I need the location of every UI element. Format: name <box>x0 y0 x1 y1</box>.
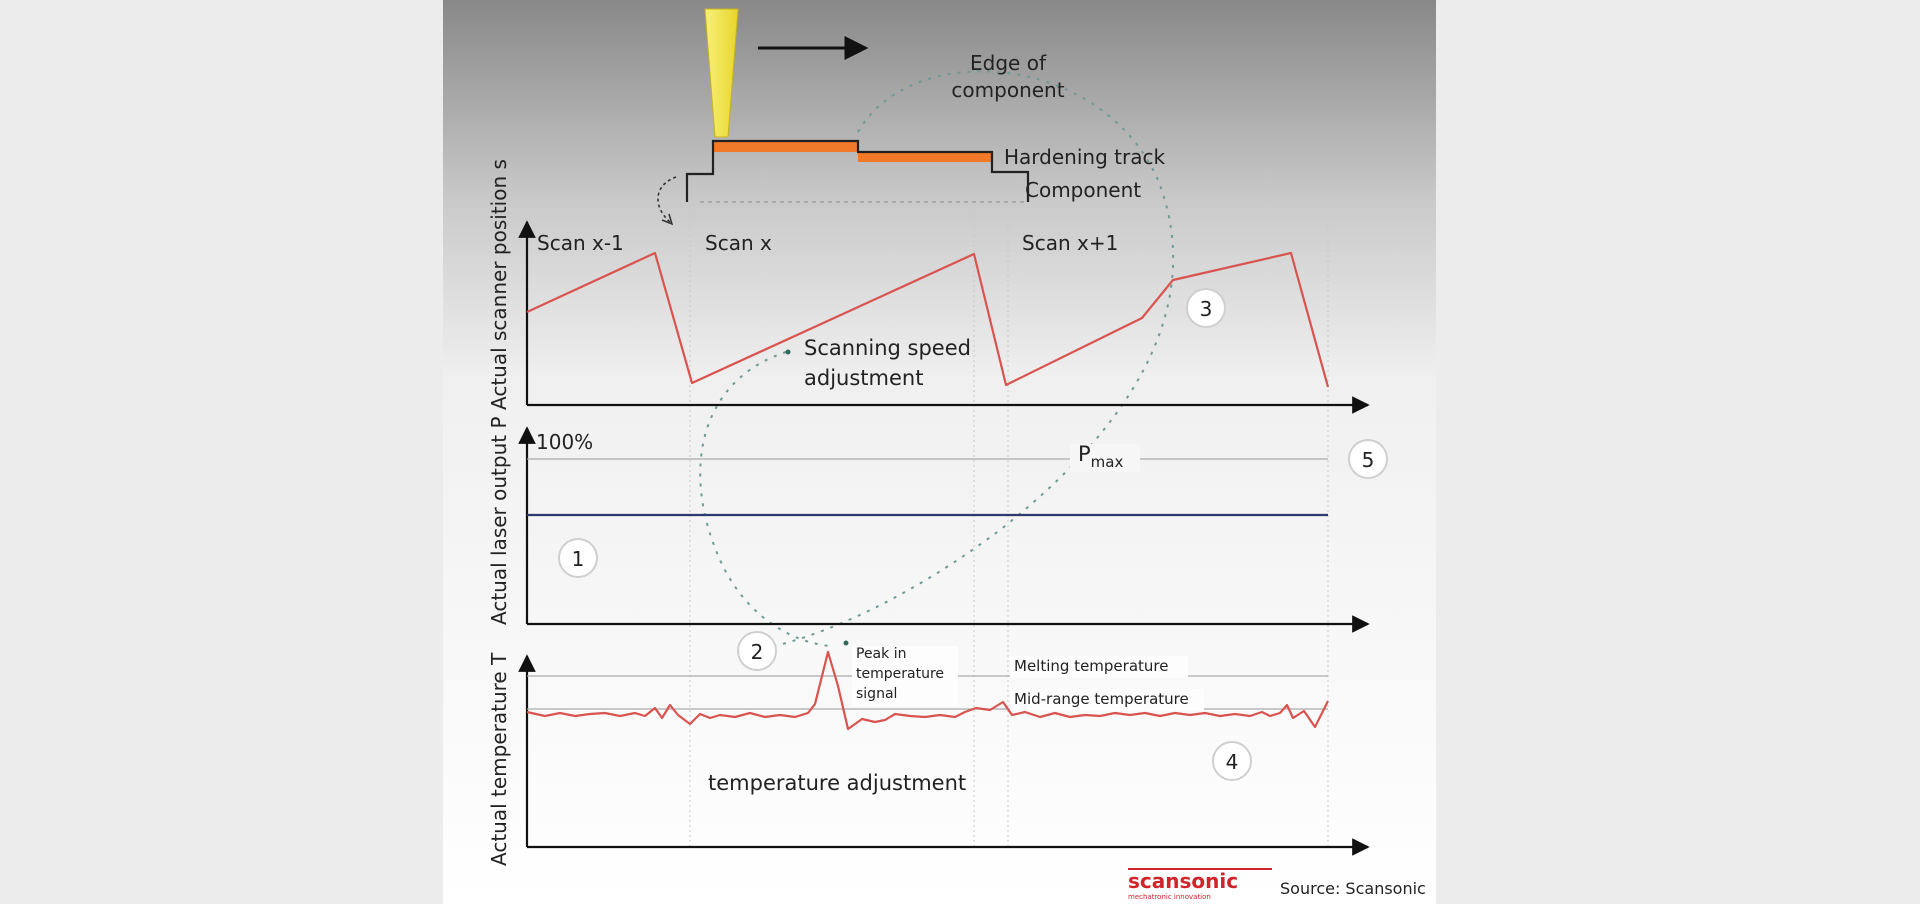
rotation-arrow-icon <box>657 176 677 223</box>
mid-range-temperature-label: Mid-range temperature <box>1014 690 1189 708</box>
hardening-track-label: Hardening track <box>1004 145 1165 169</box>
scan-next-label: Scan x+1 <box>1022 231 1118 255</box>
feedback-loop-dashed-lower <box>699 351 831 647</box>
component-outline <box>685 139 1030 202</box>
pmax-label-backdrop <box>1070 444 1140 472</box>
peak-label-line2: temperature <box>856 666 944 682</box>
source-label: Source: Scansonic <box>1280 879 1426 898</box>
loop-endpoint-dot <box>785 349 791 355</box>
svg-text:1: 1 <box>572 547 585 571</box>
scan-current-label: Scan x <box>705 231 772 255</box>
edge-label-line2: component <box>951 78 1064 102</box>
marker-2: 2 <box>737 631 777 671</box>
mid-range-label-backdrop <box>1010 689 1204 711</box>
peak-label-line1: Peak in <box>856 646 906 662</box>
marker-3: 3 <box>1186 288 1226 328</box>
melting-temperature-label: Melting temperature <box>1014 657 1168 675</box>
marker-1: 1 <box>558 538 598 578</box>
feedback-loop-dashed <box>767 70 1175 649</box>
scanning-speed-line2: adjustment <box>804 366 923 390</box>
pmax-label: Pmax <box>1078 442 1123 471</box>
marker-5: 5 <box>1348 439 1388 479</box>
laser-beam-icon <box>704 8 739 138</box>
peak-label-line3: signal <box>856 686 897 702</box>
scansonic-logo: scansonic mechatronic innovation <box>1128 868 1272 901</box>
loop-endpoint-dot <box>843 640 849 646</box>
hardening-track-segment-2 <box>858 152 992 162</box>
percent-100-label: 100% <box>536 430 593 454</box>
laser-output-axis-title: Actual laser output P <box>487 416 511 625</box>
svg-text:2: 2 <box>751 640 764 664</box>
rotation-arrowhead-icon <box>661 213 674 226</box>
svg-text:scansonic: scansonic <box>1128 869 1238 893</box>
component-label: Component <box>1025 178 1141 202</box>
svg-text:5: 5 <box>1362 448 1375 472</box>
edge-label-line1: Edge of <box>970 51 1047 75</box>
scanning-speed-line1: Scanning speed <box>804 336 971 360</box>
melting-label-backdrop <box>1010 656 1188 678</box>
svg-text:3: 3 <box>1200 297 1213 321</box>
diagram-panel <box>443 0 1436 904</box>
scanner-position-signal <box>526 251 1330 388</box>
hardening-track-segment-1 <box>713 141 858 152</box>
svg-text:4: 4 <box>1226 750 1239 774</box>
svg-text:mechatronic innovation: mechatronic innovation <box>1128 893 1211 901</box>
temperature-axis-title: Actual temperature T <box>487 652 511 866</box>
marker-4: 4 <box>1212 741 1252 781</box>
scan-prev-label: Scan x-1 <box>537 231 624 255</box>
temperature-signal <box>526 650 1329 731</box>
scanner-position-axis-title: Actual scanner position s <box>487 159 511 410</box>
peak-label-backdrop <box>852 646 958 706</box>
temperature-adjustment-label: temperature adjustment <box>708 771 966 795</box>
